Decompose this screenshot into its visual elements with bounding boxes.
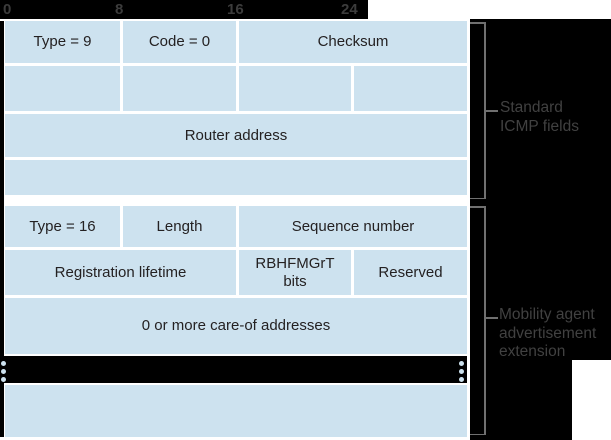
field-empty-1 <box>5 66 120 111</box>
ellipsis-dot-left-3-icon <box>1 377 6 382</box>
field-type9: Type = 9 <box>5 21 120 63</box>
ellipsis-dot-left-1-icon <box>1 361 6 366</box>
table-left-edge-line <box>0 21 4 437</box>
bracket-standard-bottom-tick <box>470 197 485 199</box>
field-code0: Code = 0 <box>123 21 236 63</box>
annotation-panel-upper <box>470 19 611 360</box>
field-rbhfmgrt-bits: RBHFMGrT bits <box>239 250 351 295</box>
field-empty-3 <box>239 66 351 111</box>
field-length: Length <box>123 206 236 247</box>
standard-icmp-fields-label: Standard ICMP fields <box>500 99 579 136</box>
bit-tick-16: 16 <box>227 1 244 18</box>
mobility-label-line2: advertisement <box>499 324 597 342</box>
field-reserved: Reserved <box>354 250 467 295</box>
field-checksum: Checksum <box>239 21 467 63</box>
field-care-of-addresses: 0 or more care-of addresses <box>5 298 467 354</box>
standard-label-line2: ICMP fields <box>500 117 579 135</box>
bracket-mobility-vertical <box>484 206 486 435</box>
bracket-standard-top-tick <box>470 22 485 24</box>
bracket-mobility-top-tick <box>470 206 485 208</box>
rbhfmgrt-line1: RBHFMGrT <box>255 255 335 273</box>
field-registration-lifetime: Registration lifetime <box>5 250 236 295</box>
bit-ruler-bar: 0 8 16 24 <box>0 0 368 19</box>
bracket-standard-vertical <box>484 22 486 199</box>
bracket-mobility-mid-tick <box>486 317 498 319</box>
field-empty-2 <box>123 66 236 111</box>
standard-label-line1: Standard <box>500 99 563 116</box>
mobility-agent-extension-label: Mobility agent advertisement extension <box>499 306 596 362</box>
ellipsis-dot-left-2-icon <box>1 369 6 374</box>
rbhfmgrt-line2: bits <box>283 272 307 290</box>
ellipsis-dot-right-1-icon <box>459 361 464 366</box>
mobility-label-line1: Mobility agent <box>499 306 595 323</box>
field-empty-4 <box>354 66 467 111</box>
bracket-standard-mid-tick <box>486 110 498 112</box>
bit-tick-8: 8 <box>115 1 124 18</box>
field-type16: Type = 16 <box>5 206 120 247</box>
bracket-mobility-bottom-tick <box>470 433 485 435</box>
continuation-band <box>0 356 467 383</box>
annotation-panel-lower <box>470 360 572 440</box>
field-empty-5 <box>5 160 467 195</box>
ellipsis-dot-right-3-icon <box>459 377 464 382</box>
mobility-label-line3: extension <box>499 343 566 360</box>
bit-tick-0: 0 <box>3 1 12 18</box>
field-empty-6 <box>5 385 467 437</box>
field-router-address: Router address <box>5 114 467 157</box>
bit-tick-24: 24 <box>341 1 358 18</box>
ellipsis-dot-right-2-icon <box>459 369 464 374</box>
field-sequence-number: Sequence number <box>239 206 467 247</box>
